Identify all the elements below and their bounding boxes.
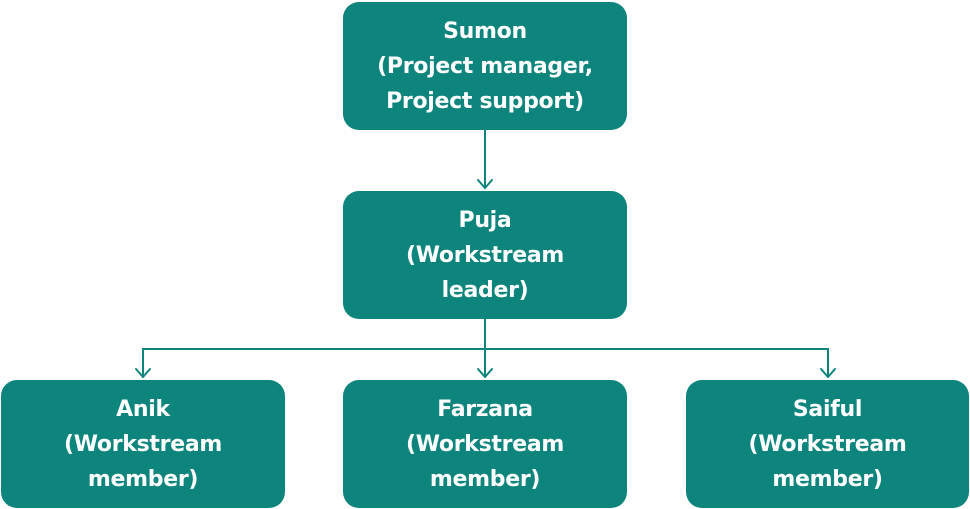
arrowhead-puja-icon [477,179,493,189]
node-puja-role-line1: (Workstream [406,242,564,268]
node-anik: Anik (Workstream member) [1,380,285,508]
arrowhead-farzana-icon [477,368,493,378]
node-puja: Puja (Workstream leader) [343,191,627,319]
node-saiful: Saiful (Workstream member) [686,380,969,508]
node-sumon-name: Sumon [443,18,527,44]
node-puja-role-line2: leader) [441,277,529,303]
node-saiful-name: Saiful [792,396,863,422]
node-saiful-role-line1: (Workstream [748,431,907,457]
arrowhead-saiful-icon [820,368,836,378]
node-anik-role-line2: member) [87,466,199,492]
node-puja-name: Puja [458,207,512,233]
node-farzana-name: Farzana [437,396,533,422]
arrowhead-anik-icon [135,368,151,378]
node-anik-name: Anik [116,396,170,422]
node-farzana-role-line1: (Workstream [406,431,564,457]
node-sumon-role-line2: Project support) [386,88,584,114]
node-farzana: Farzana (Workstream member) [343,380,627,508]
node-anik-role-line1: (Workstream [64,431,222,457]
node-sumon-role-line1: (Project manager, [377,53,593,79]
node-sumon: Sumon (Project manager, Project support) [343,2,627,130]
node-saiful-role-line2: member) [772,466,883,492]
node-farzana-role-line2: member) [429,466,541,492]
